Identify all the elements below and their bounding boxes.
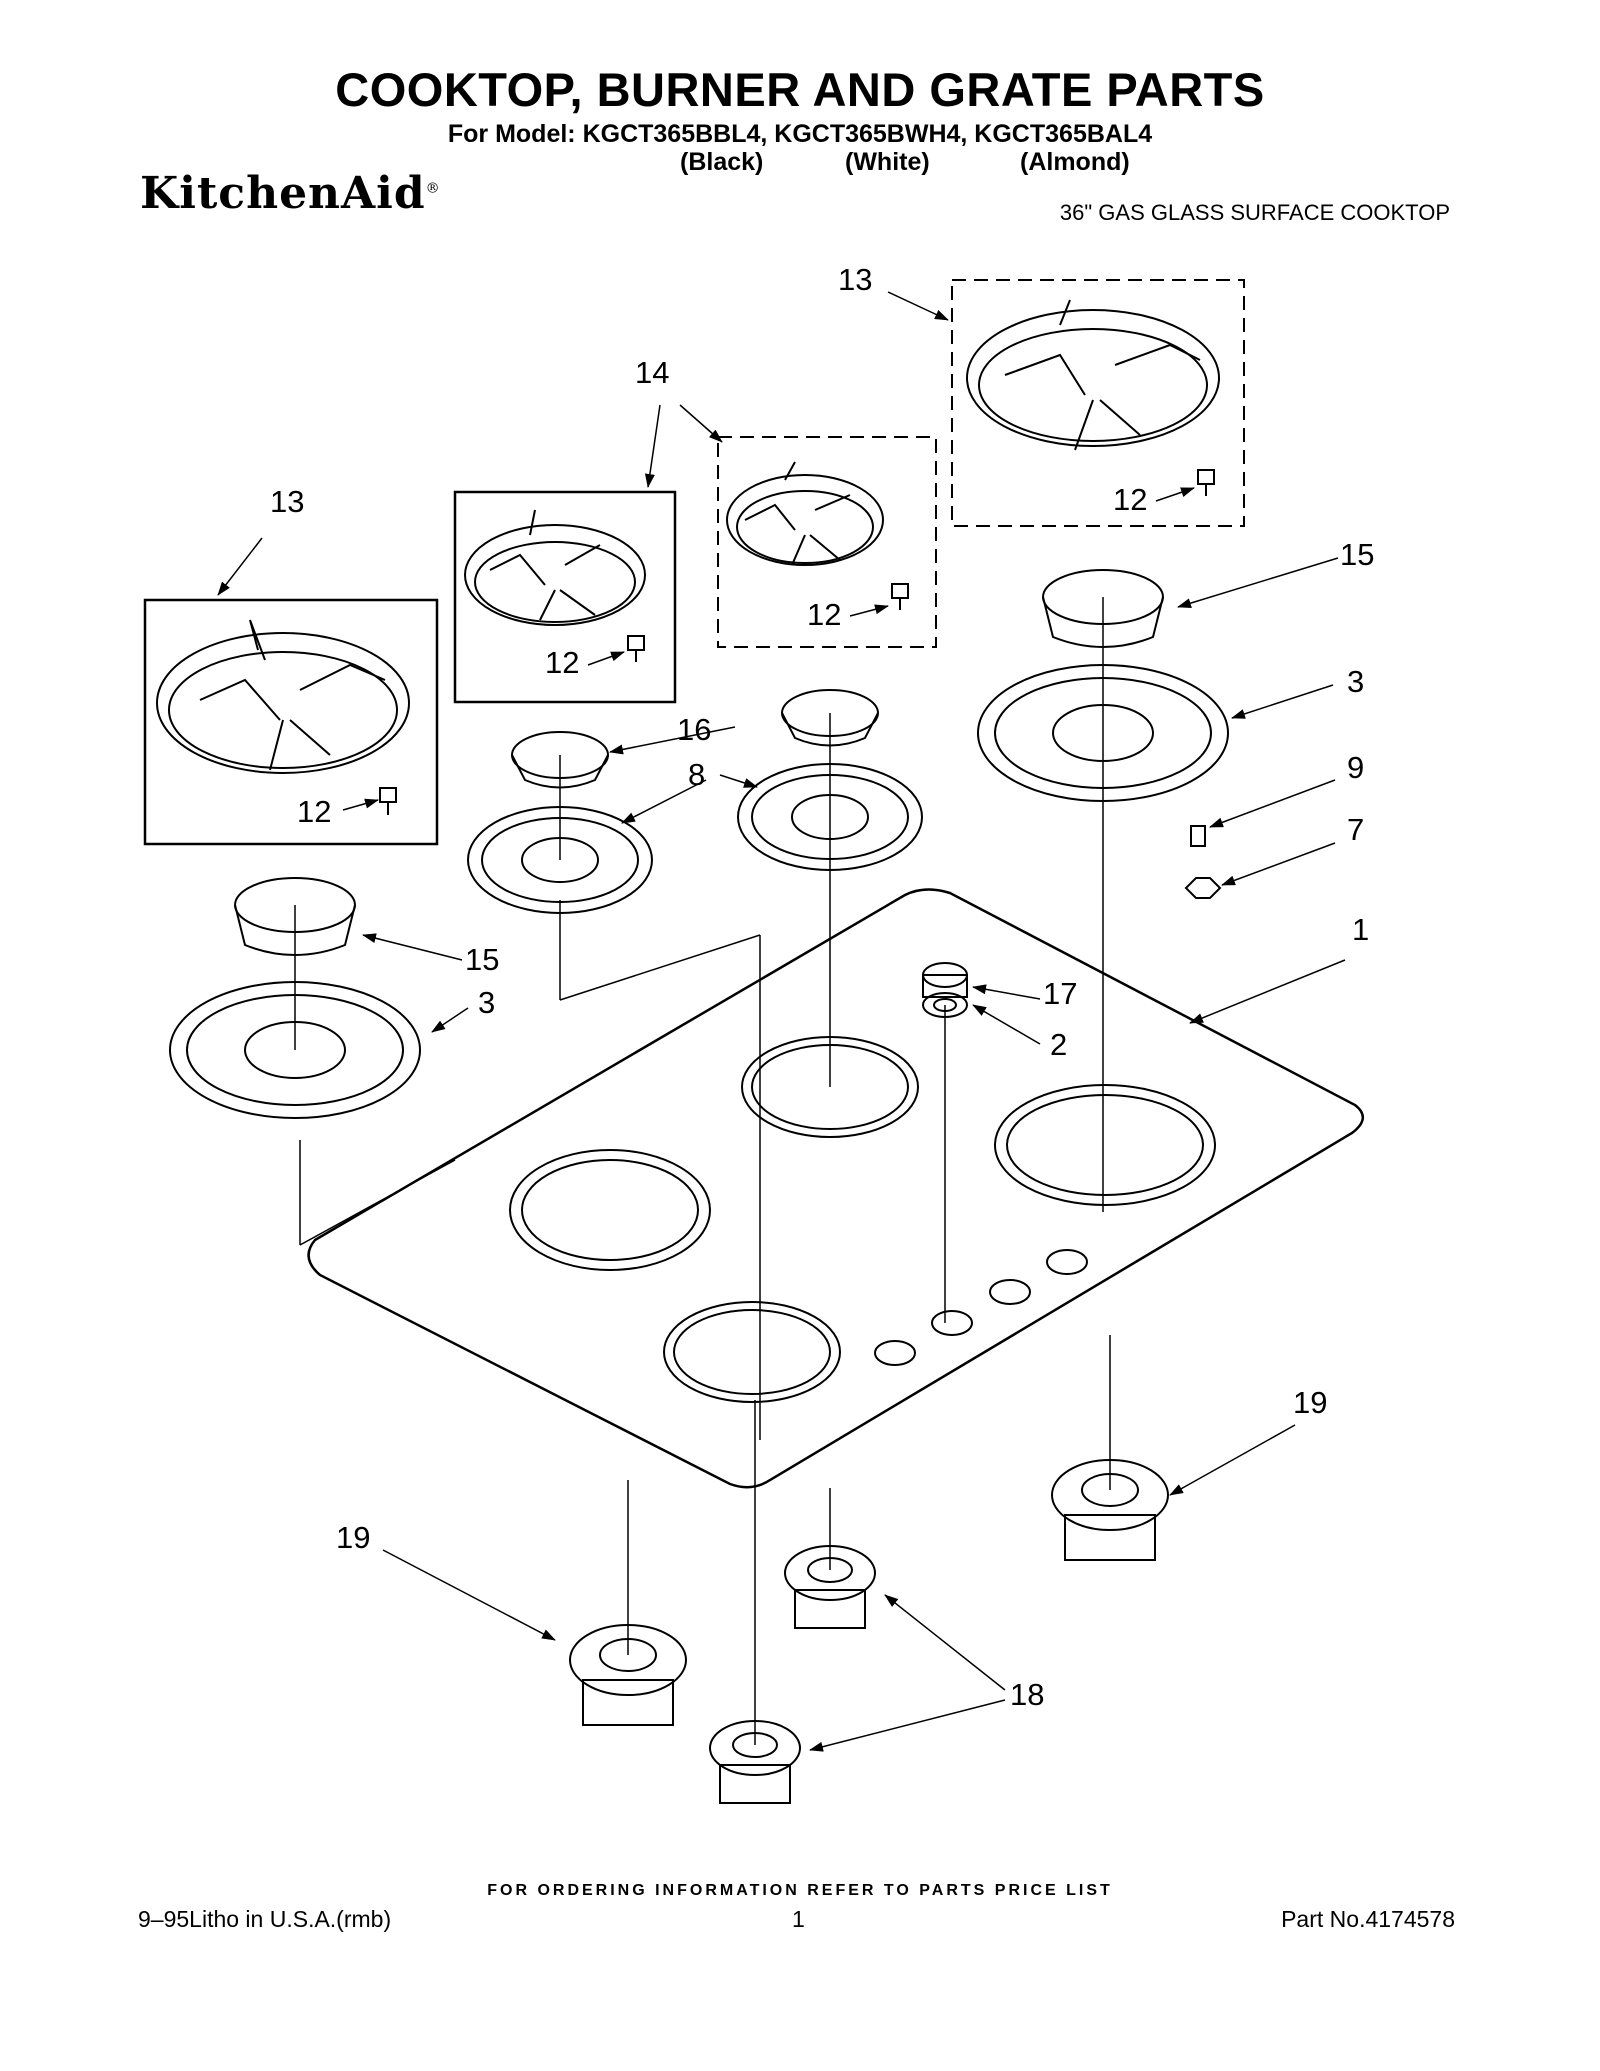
- callout-13: 13: [270, 484, 304, 519]
- callout-3: 3: [1347, 664, 1364, 699]
- control-knob-hole: [874, 1249, 1088, 1366]
- grate-box-left: [143, 598, 439, 846]
- callout-13: 13: [838, 262, 872, 297]
- grate-screw: [379, 787, 397, 815]
- callout-3: 3: [478, 985, 495, 1020]
- page-number: 1: [792, 1906, 805, 1932]
- part-number: Part No.4174578: [1281, 1906, 1455, 1932]
- color-white-label: (White): [845, 148, 930, 176]
- cooktop-burner-opening: [509, 1149, 711, 1271]
- callout-19: 19: [1293, 1385, 1327, 1420]
- callout-8: 8: [688, 757, 705, 792]
- product-description: 36" GAS GLASS SURFACE COOKTOP: [1059, 200, 1450, 225]
- model-numbers: For Model: KGCT365BBL4, KGCT365BWH4, KGC…: [447, 120, 1153, 148]
- callout-9: 9: [1347, 750, 1364, 785]
- callouts: 13 13 14 12 12 12 12 15 15 3 3 16 8 9 7 …: [270, 262, 1374, 1712]
- callout-17: 17: [1043, 976, 1077, 1011]
- callout-18: 18: [1010, 1677, 1044, 1712]
- color-black-label: (Black): [680, 148, 764, 176]
- callout-12: 12: [545, 645, 579, 680]
- ordering-note: FOR ORDERING INFORMATION REFER TO PARTS …: [487, 1882, 1113, 1899]
- hex-nut: [1184, 877, 1222, 899]
- glass-cooktop: [307, 888, 1364, 1489]
- grate-screw: [891, 583, 909, 610]
- color-almond-label: (Almond): [1020, 148, 1130, 176]
- grate-screw: [1197, 469, 1215, 496]
- callout-1: 1: [1352, 912, 1369, 947]
- brand-logo: KitchenAid®: [140, 168, 441, 219]
- litho-info: 9–95Litho in U.S.A.(rmb): [138, 1906, 392, 1932]
- spacer: [1190, 825, 1206, 847]
- callout-12: 12: [1113, 482, 1147, 517]
- callout-14: 14: [635, 355, 669, 390]
- callout-19: 19: [336, 1520, 370, 1555]
- grate-box-center: [453, 490, 677, 704]
- grate-screw: [627, 635, 645, 662]
- cooktop-burner-opening: [663, 1301, 841, 1403]
- callout-15: 15: [1340, 537, 1374, 572]
- leader-arrow: [217, 291, 1346, 1752]
- callout-15: 15: [465, 942, 499, 977]
- alignment-line: [294, 597, 1111, 1745]
- grate-medium-dashed: [726, 461, 884, 566]
- control-knob: [922, 962, 968, 998]
- callout-2: 2: [1050, 1027, 1067, 1062]
- grate-large-left: [156, 619, 410, 774]
- callout-12: 12: [297, 794, 331, 829]
- grate-medium-center: [464, 509, 646, 626]
- grate-box-dashed-mid: [717, 436, 937, 648]
- grate-large-right: [966, 299, 1220, 451]
- cooktop-burner-opening: [994, 1084, 1216, 1206]
- callout-16: 16: [677, 712, 711, 747]
- grate-box-dashed-right: [951, 279, 1245, 527]
- callout-12: 12: [807, 597, 841, 632]
- page-title: COOKTOP, BURNER AND GRATE PARTS: [335, 63, 1265, 116]
- callout-7: 7: [1347, 812, 1364, 847]
